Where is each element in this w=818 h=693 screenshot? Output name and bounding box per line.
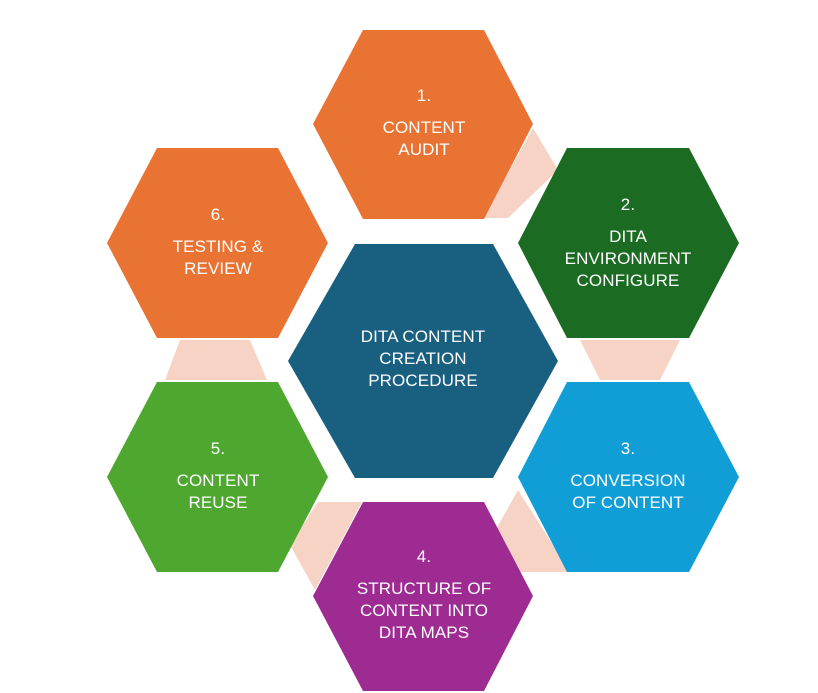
connector-3-4 xyxy=(490,490,570,572)
step-5-label: 5. CONTENT REUSE xyxy=(118,438,318,514)
step-5-hexagon xyxy=(107,382,328,572)
step-1-title: CONTENT AUDIT xyxy=(382,118,466,159)
step-4-hexagon xyxy=(313,502,533,691)
connector-2-3 xyxy=(580,340,680,380)
connectors xyxy=(165,128,680,590)
step-5-number: 5. xyxy=(210,439,226,458)
step-2-label: 2. DITA ENVIRONMENT CONFIGURE xyxy=(528,194,728,292)
connector-5-6 xyxy=(165,340,267,380)
step-3-number: 3. xyxy=(620,439,636,458)
step-5-title: CONTENT REUSE xyxy=(176,471,260,512)
step-6-label: 6. TESTING & REVIEW xyxy=(118,204,318,280)
step-1-hexagon xyxy=(313,30,533,219)
step-1-label: 1. CONTENT AUDIT xyxy=(324,85,524,161)
step-6-number: 6. xyxy=(210,205,226,224)
step-1-number: 1. xyxy=(416,86,432,105)
step-2-number: 2. xyxy=(620,195,636,214)
connector-1-2 xyxy=(483,128,558,218)
connector-4-5 xyxy=(290,502,362,590)
step-3-hexagon xyxy=(518,382,739,572)
step-6-title: TESTING & REVIEW xyxy=(172,237,264,278)
step-2-hexagon xyxy=(518,148,739,338)
step-4-label: 4. STRUCTURE OF CONTENT INTO DITA MAPS xyxy=(324,546,524,644)
center-hexagon xyxy=(288,244,558,478)
step-6-hexagon xyxy=(107,148,328,338)
step-4-title: STRUCTURE OF CONTENT INTO DITA MAPS xyxy=(356,579,492,642)
center-label: DITA CONTENT CREATION PROCEDURE xyxy=(323,326,523,392)
center-title: DITA CONTENT CREATION PROCEDURE xyxy=(360,327,486,390)
step-2-title: DITA ENVIRONMENT CONFIGURE xyxy=(564,227,692,290)
step-3-label: 3. CONVERSION OF CONTENT xyxy=(528,438,728,514)
step-4-number: 4. xyxy=(416,547,432,566)
step-3-title: CONVERSION OF CONTENT xyxy=(570,471,686,512)
